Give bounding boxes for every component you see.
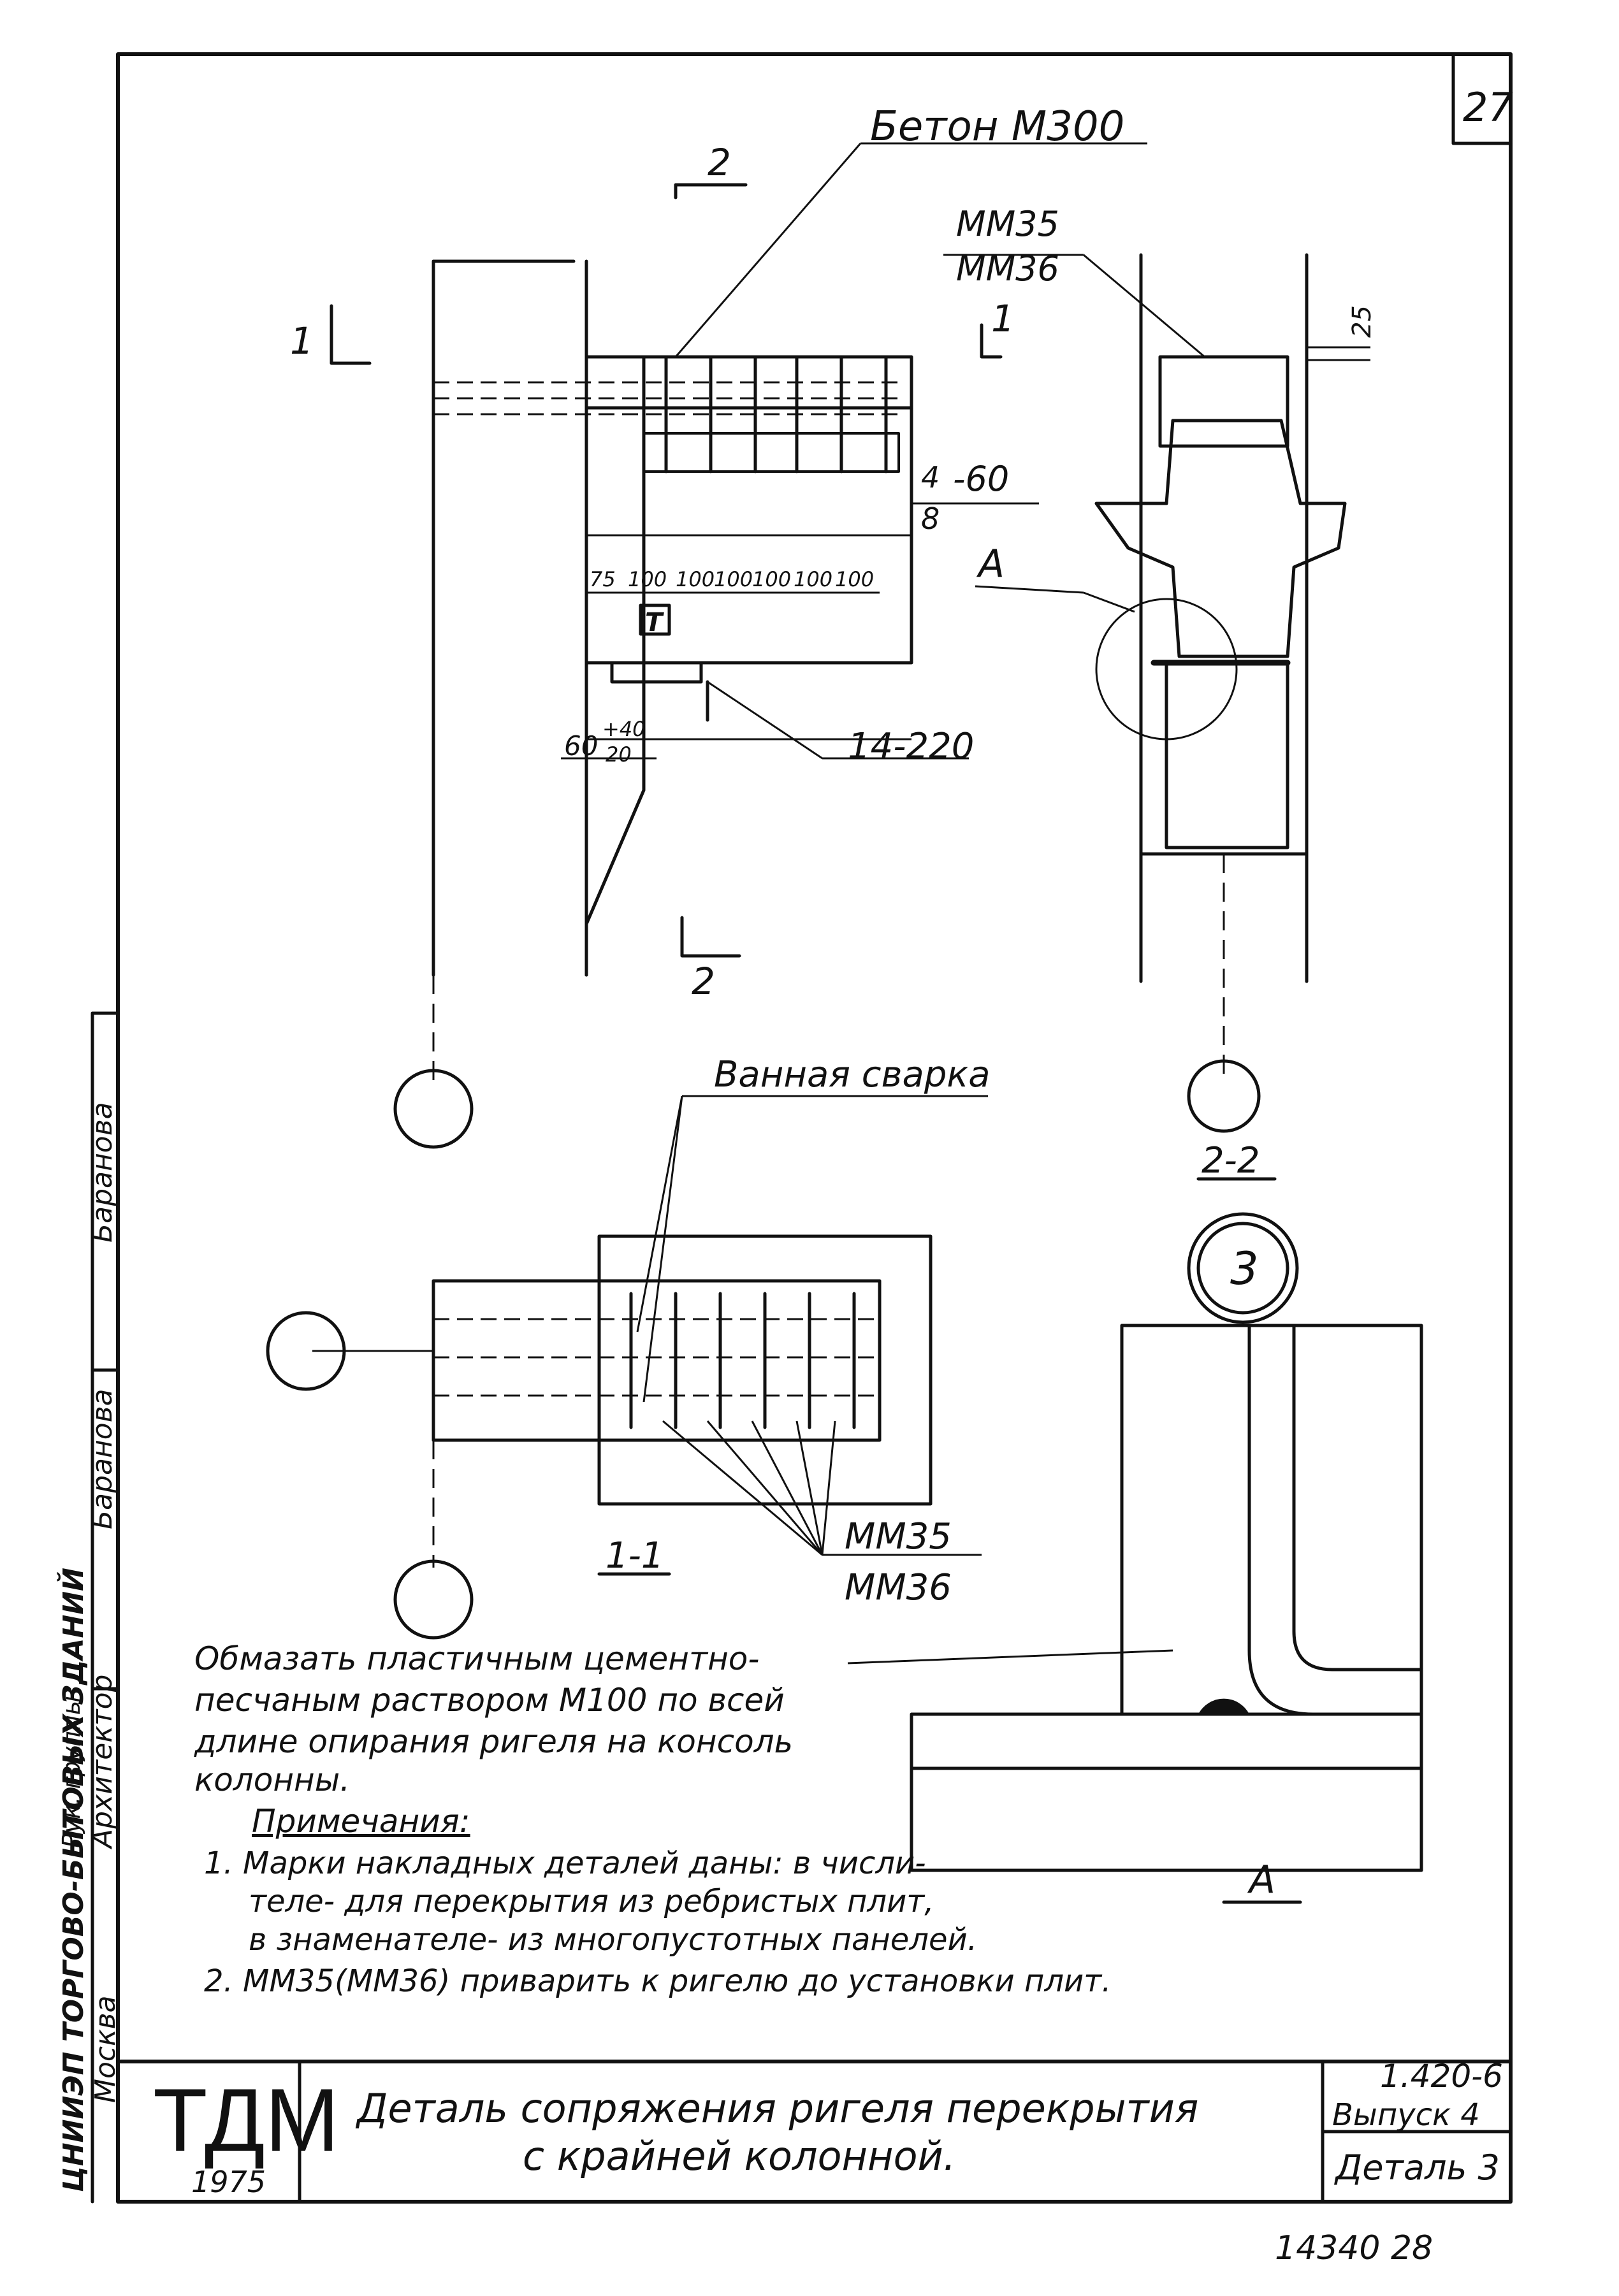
drawing-title-line-2: с крайней колонной. [523,2133,956,2179]
stamp-role-1: Рук. группы [57,1696,85,1848]
note-1-line-3: в знаменателе- из многопустотных панелей… [249,1922,977,1958]
coat-note-line-4: колонны. [194,1761,350,1798]
mm36-top-label: ММ36 [956,249,1059,289]
spacing-75-label: 75 [590,567,616,591]
section-2-2-title: 2-2 [1202,1140,1260,1181]
detail-number: Деталь 3 [1334,2148,1500,2188]
stamp-org: ЦНИИЭП ТОРГОВО-БЫТОВЫХ ЗДАНИЙ [56,1568,90,2192]
note-1-line-1: 1. Марки накладных деталей даны: в числи… [204,1845,926,1881]
spacing-100-label-2: 100 [676,567,715,591]
spacing-100-label-1: 100 [628,567,667,591]
mm36-bottom-label: ММ36 [845,1567,952,1608]
dim-8-label: 8 [921,502,940,536]
section-1-right-label: 1 [991,297,1015,340]
spacing-100-label-4: 100 [752,567,791,591]
plate-label: 14-220 [848,726,974,767]
dim-25-label: 25 [1347,305,1377,338]
section-3-circle-label: 3 [1230,1243,1259,1295]
spacing-100-label-5: 100 [794,567,832,591]
concrete-label: Бетон М300 [870,103,1124,150]
spacing-100-label-3: 100 [714,567,753,591]
tolerance-plus: +40 [602,717,646,741]
sheet-frame [91,52,1513,2204]
section-1-left-label: 1 [290,319,314,363]
note-1-line-2: теле- для перекрытия из ребристых плит, [249,1884,934,1919]
coat-note-line-2: песчаным раствором М100 по всей [194,1682,785,1719]
dim-4-label: 4 [921,460,940,495]
org-logo: ТДМ [153,2070,339,2170]
section-2-2 [943,253,1370,1324]
note-2: 2. ММ35(ММ36) приварить к ригелю до уста… [204,1963,1111,1999]
spacing-100-label-6: 100 [835,567,874,591]
bath-weld-label: Ванная сварка [714,1054,991,1095]
stamp-name-1: Баранова [86,1389,119,1529]
front-elevation [330,142,1147,1149]
stamp-city: Москва [89,1995,122,2103]
dim-60-label: -60 [953,459,1009,499]
section-2-top-label: 2 [708,141,731,184]
tolerance-minus: 20 [606,742,632,767]
section-2-bottom-label: 2 [692,960,715,1003]
archive-number: 14340 28 [1275,2229,1433,2267]
drawing-title-line-1: Деталь сопряжения ригеля перекрытия [355,2085,1198,2132]
coat-note-line-3: длине опирания ригеля на консоль [194,1723,793,1760]
tolerance-main: 60 [564,730,598,762]
sheet-number: 27 [1463,84,1513,131]
coat-note-line-1: Обмазать пластичным цементно- [194,1640,759,1677]
series-code: 1.420-6 [1380,2058,1503,2095]
notes-heading: Примечания: [252,1803,470,1840]
mm35-bottom-label: ММ35 [845,1516,952,1557]
t-mark-label: Т [645,608,664,637]
section-1-1 [266,1095,988,1640]
detail-a-callout: А [976,542,1005,586]
stamp-role-2: Архитектор [86,1675,119,1850]
stamp-name-2: Баранова [86,1102,119,1243]
detail-a [847,1324,1423,1904]
section-1-1-title: 1-1 [606,1535,664,1577]
detail-a-title: А [1247,1858,1275,1902]
issue-label: Выпуск 4 [1332,2097,1480,2133]
mm35-top-label: ММ35 [956,204,1059,244]
year-label: 1975 [191,2165,266,2199]
